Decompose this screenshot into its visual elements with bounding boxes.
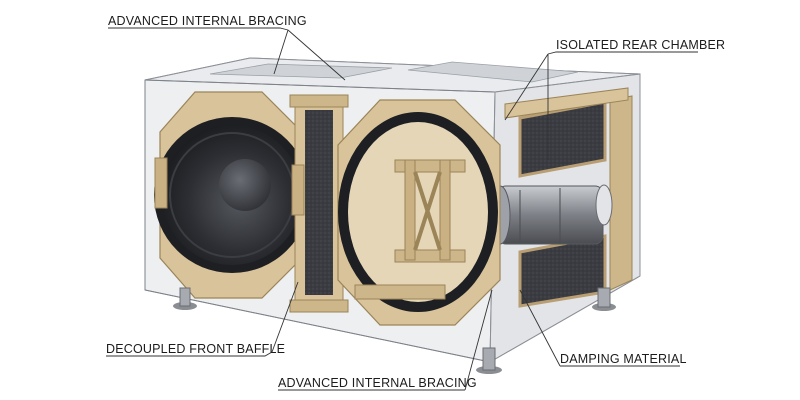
- rear-chamber-damping: [504, 87, 633, 308]
- leader-lines: [106, 27, 698, 391]
- callout-top-bracing: ADVANCED INTERNAL BRACING: [108, 14, 307, 28]
- center-bracing-column: [289, 94, 349, 313]
- callout-front-baffle: DECOUPLED FRONT BAFFLE: [106, 342, 286, 356]
- callout-rear-chamber: ISOLATED REAR CHAMBER: [556, 38, 726, 52]
- right-driver-baffle: [337, 99, 501, 326]
- left-driver-baffle: [154, 91, 310, 299]
- spike-feet: [173, 287, 616, 374]
- callout-bottom-bracing: ADVANCED INTERNAL BRACING: [278, 376, 477, 390]
- callout-damping-material: DAMPING MATERIAL: [560, 352, 687, 366]
- rear-driver-magnet: [489, 184, 613, 245]
